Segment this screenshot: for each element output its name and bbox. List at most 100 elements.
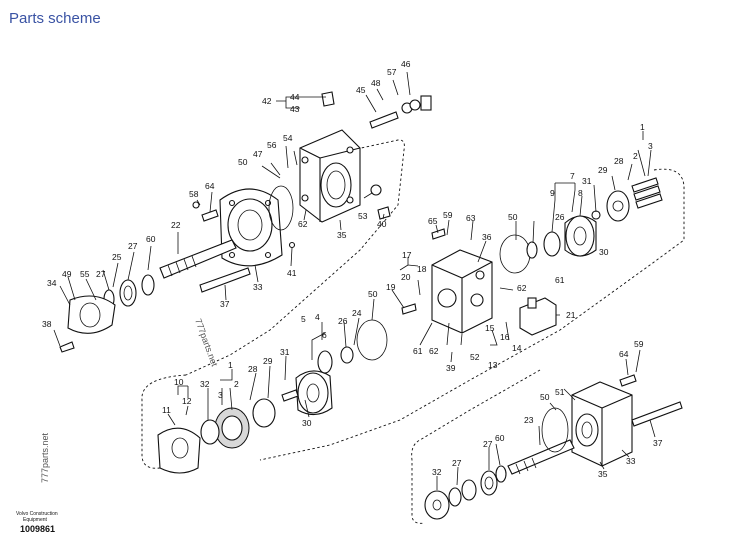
callout-3b: 3	[218, 390, 223, 400]
callout-50d: 50	[540, 392, 550, 402]
callout-24: 24	[352, 308, 362, 318]
callout-30b: 30	[302, 418, 312, 428]
callout-27d: 27	[452, 458, 462, 468]
pin-41	[288, 241, 296, 249]
callout-2: 2	[633, 151, 638, 161]
callout-50: 50	[508, 212, 518, 222]
callout-42: 42	[262, 96, 272, 106]
o-ring-50a	[499, 234, 531, 274]
callout-40: 40	[377, 219, 387, 229]
callout-19: 19	[386, 282, 396, 292]
callout-50b: 50	[368, 289, 378, 299]
callout-7: 7	[570, 171, 575, 181]
callout-36: 36	[482, 232, 492, 242]
callout-61: 61	[555, 275, 565, 285]
footer-brand-line2: Equipment	[23, 517, 48, 523]
callout-33b: 33	[626, 456, 636, 466]
rotor-gear-set	[214, 398, 276, 449]
callout-25: 25	[112, 252, 122, 262]
connection-line-bottom	[411, 369, 541, 524]
callout-49: 49	[62, 269, 72, 279]
swash-plate-right	[606, 190, 630, 222]
callout-47: 47	[253, 149, 263, 159]
ball-58	[192, 201, 200, 209]
callout-1b: 1	[228, 360, 233, 370]
callout-37b: 37	[653, 438, 663, 448]
o-ring-50b	[356, 319, 388, 361]
callout-4: 4	[315, 312, 320, 322]
callout-8: 8	[578, 188, 583, 198]
callout-21: 21	[566, 310, 576, 320]
connection-line-upper	[185, 139, 405, 376]
callout-59: 59	[443, 210, 453, 220]
callout-59b: 59	[634, 339, 644, 349]
callout-27b: 27	[96, 269, 106, 279]
callout-37: 37	[220, 299, 230, 309]
washer-32a	[200, 419, 220, 445]
callout-22: 22	[171, 220, 181, 230]
callout-60b: 60	[495, 433, 505, 443]
piston-bolts-right	[631, 177, 663, 209]
long-bolt-37b	[631, 401, 683, 427]
callout-46: 46	[401, 59, 411, 69]
callout-43: 43	[290, 104, 300, 114]
cylinder-block-middle	[295, 370, 333, 416]
callout-27c: 27	[483, 439, 493, 449]
callout-33: 33	[253, 282, 263, 292]
callout-62c: 62	[298, 219, 308, 229]
main-housing	[299, 129, 361, 223]
callout-48: 48	[371, 78, 381, 88]
callout-39: 39	[446, 363, 456, 373]
plug-53	[370, 184, 382, 196]
plug-40	[377, 206, 391, 220]
callout-38: 38	[42, 319, 52, 329]
callout-numbers: 1 2 3 28 29 31 7 9 8 30 26 50 61 36 63 5…	[42, 59, 663, 479]
callout-16: 16	[500, 332, 510, 342]
callout-35: 35	[337, 230, 347, 240]
callout-62b: 62	[429, 346, 439, 356]
pin-30b	[281, 389, 299, 402]
callout-65: 65	[428, 216, 438, 226]
callout-9: 9	[550, 188, 555, 198]
footer-brand-line1: Volvo Construction	[16, 511, 58, 517]
callout-29: 29	[598, 165, 608, 175]
callout-26b: 26	[338, 316, 348, 326]
callout-3: 3	[648, 141, 653, 151]
page-title: Parts scheme	[9, 10, 101, 27]
pump-housing-lower	[571, 381, 633, 467]
callout-51: 51	[555, 387, 565, 397]
ring-57	[409, 99, 421, 111]
callout-44: 44	[290, 92, 300, 102]
fitting-42	[321, 91, 335, 107]
callout-31b: 31	[280, 347, 290, 357]
flange-cover	[219, 188, 283, 267]
spring-64a	[201, 209, 219, 222]
callout-11: 11	[162, 405, 171, 415]
bearing-26b	[340, 346, 354, 364]
callout-63: 63	[466, 213, 476, 223]
callout-12: 12	[182, 396, 192, 406]
callout-17: 17	[402, 250, 412, 260]
callout-34: 34	[47, 278, 57, 288]
screw-38	[59, 341, 75, 353]
end-cover-left	[67, 295, 116, 334]
washer-32b-hole	[432, 499, 442, 511]
callout-15: 15	[485, 323, 495, 333]
callout-31: 31	[582, 176, 592, 186]
callout-61b: 61	[413, 346, 423, 356]
callout-62: 62	[517, 283, 527, 293]
leader-lines	[53, 71, 656, 490]
callout-5: 5	[301, 314, 306, 324]
o-ring-seal	[268, 185, 294, 231]
callout-28b: 28	[248, 364, 258, 374]
watermark-777parts-side: 777parts.net	[40, 432, 50, 483]
washer-31a	[591, 210, 601, 220]
callout-10: 10	[174, 377, 184, 387]
callout-64b: 64	[619, 349, 629, 359]
plug-46	[420, 95, 432, 111]
bearing-26a	[543, 231, 561, 257]
callout-60: 60	[146, 234, 156, 244]
callout-32b: 32	[432, 467, 442, 477]
callout-56: 56	[267, 140, 277, 150]
